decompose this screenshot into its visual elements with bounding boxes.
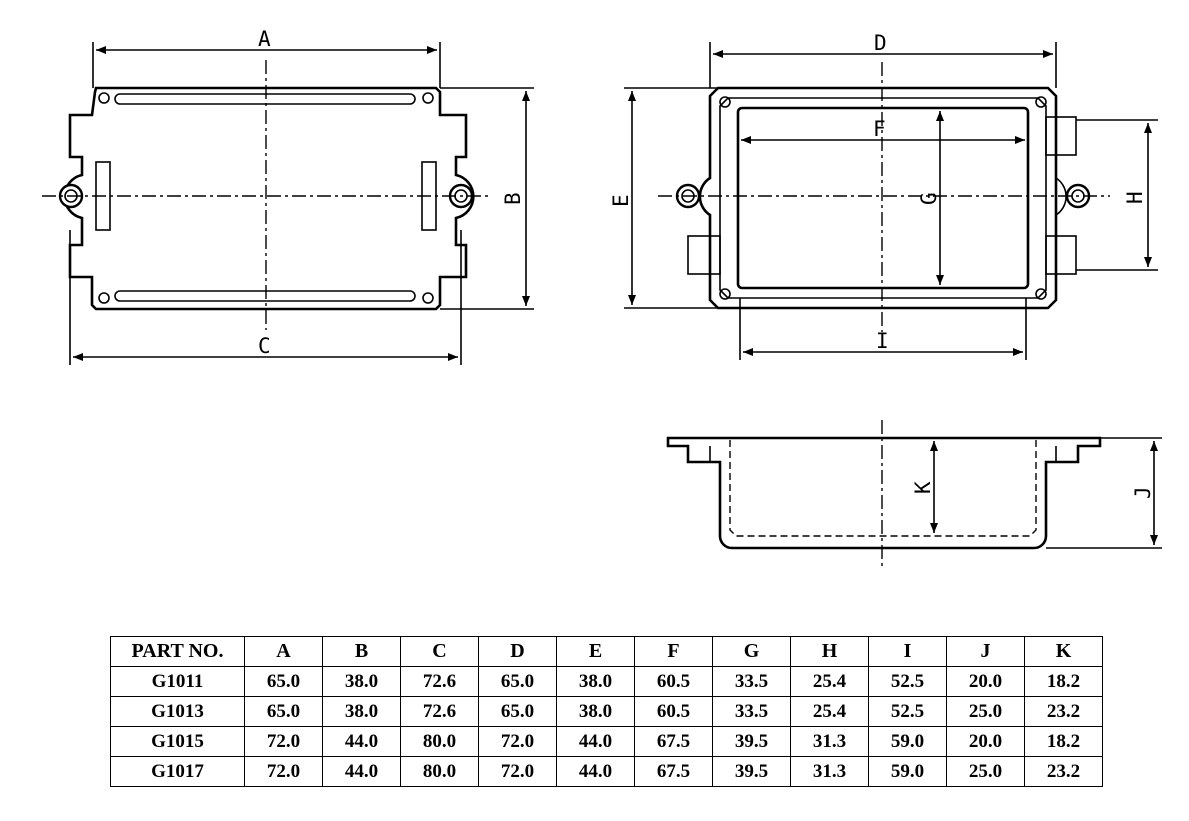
- col-header-c: C: [400, 636, 479, 667]
- table-cell: 39.5: [712, 756, 791, 787]
- dimension-table: PART NO. A B C D E F G H I J K G1011 65.…: [110, 636, 1103, 787]
- table-cell: 72.0: [478, 726, 557, 757]
- table-cell: 44.0: [322, 756, 401, 787]
- table-cell: 59.0: [868, 756, 947, 787]
- dim-label-h: H: [1123, 191, 1147, 204]
- table-cell: 52.5: [868, 666, 947, 697]
- box-section-view: K J: [666, 420, 1162, 566]
- table-cell: 25.4: [790, 696, 869, 727]
- table-cell: 38.0: [322, 696, 401, 727]
- lid-view: A B C: [42, 27, 534, 365]
- table-cell: 67.5: [634, 756, 713, 787]
- table-cell: G1015: [110, 726, 245, 757]
- table-cell: 60.5: [634, 666, 713, 697]
- dim-label-g: G: [917, 192, 941, 205]
- table-cell: 38.0: [556, 696, 635, 727]
- table-cell: 60.5: [634, 696, 713, 727]
- table-cell: 31.3: [790, 756, 869, 787]
- dim-label-i: I: [876, 329, 889, 353]
- table-cell: 39.5: [712, 726, 791, 757]
- table-cell: 72.0: [244, 726, 323, 757]
- table-cell: 31.3: [790, 726, 869, 757]
- table-cell: 72.6: [400, 696, 479, 727]
- dim-label-k: K: [911, 481, 935, 494]
- table-row: G1015 72.0 44.0 80.0 72.0 44.0 67.5 39.5…: [110, 726, 1103, 757]
- table-cell: 25.0: [946, 756, 1025, 787]
- col-header-g: G: [712, 636, 791, 667]
- table-header-row: PART NO. A B C D E F G H I J K: [110, 636, 1103, 667]
- col-header-b: B: [322, 636, 401, 667]
- col-header-j: J: [946, 636, 1025, 667]
- table-cell: 44.0: [556, 726, 635, 757]
- dim-label-b: B: [501, 192, 525, 205]
- col-header-i: I: [868, 636, 947, 667]
- table-cell: 25.4: [790, 666, 869, 697]
- dim-label-d: D: [874, 31, 887, 55]
- technical-drawing: A B C D: [42, 27, 1162, 566]
- dim-label-j: J: [1131, 486, 1155, 499]
- table-cell: 25.0: [946, 696, 1025, 727]
- table-cell: 67.5: [634, 726, 713, 757]
- col-header-h: H: [790, 636, 869, 667]
- col-header-e: E: [556, 636, 635, 667]
- table-cell: 72.6: [400, 666, 479, 697]
- dim-label-f: F: [873, 117, 886, 141]
- table-cell: 65.0: [478, 696, 557, 727]
- table-cell: 33.5: [712, 666, 791, 697]
- table-cell: 38.0: [556, 666, 635, 697]
- table-row: G1017 72.0 44.0 80.0 72.0 44.0 67.5 39.5…: [110, 756, 1103, 787]
- table-cell: G1013: [110, 696, 245, 727]
- col-header-a: A: [244, 636, 323, 667]
- table-cell: 72.0: [244, 756, 323, 787]
- table-cell: 80.0: [400, 726, 479, 757]
- table-cell: 72.0: [478, 756, 557, 787]
- table-cell: 23.2: [1024, 756, 1103, 787]
- table-cell: 80.0: [400, 756, 479, 787]
- col-header-d: D: [478, 636, 557, 667]
- table-row: G1013 65.0 38.0 72.6 65.0 38.0 60.5 33.5…: [110, 696, 1103, 727]
- box-top-view: D E F G H I: [609, 31, 1158, 360]
- dim-label-e: E: [609, 194, 633, 207]
- table-cell: 44.0: [556, 756, 635, 787]
- col-header-k: K: [1024, 636, 1103, 667]
- table-cell: 44.0: [322, 726, 401, 757]
- table-cell: 65.0: [244, 666, 323, 697]
- table-cell: 65.0: [244, 696, 323, 727]
- table-cell: 20.0: [946, 726, 1025, 757]
- table-row: G1011 65.0 38.0 72.6 65.0 38.0 60.5 33.5…: [110, 666, 1103, 697]
- table-cell: G1017: [110, 756, 245, 787]
- table-cell: 18.2: [1024, 726, 1103, 757]
- dim-label-a: A: [258, 27, 271, 51]
- table-cell: 20.0: [946, 666, 1025, 697]
- table-cell: 65.0: [478, 666, 557, 697]
- dim-label-c: C: [258, 334, 271, 358]
- table-cell: 18.2: [1024, 666, 1103, 697]
- table-cell: 33.5: [712, 696, 791, 727]
- table-cell: 59.0: [868, 726, 947, 757]
- col-header-part-no: PART NO.: [110, 636, 245, 667]
- table-cell: 23.2: [1024, 696, 1103, 727]
- col-header-f: F: [634, 636, 713, 667]
- table-cell: 52.5: [868, 696, 947, 727]
- table-cell: G1011: [110, 666, 245, 697]
- table-cell: 38.0: [322, 666, 401, 697]
